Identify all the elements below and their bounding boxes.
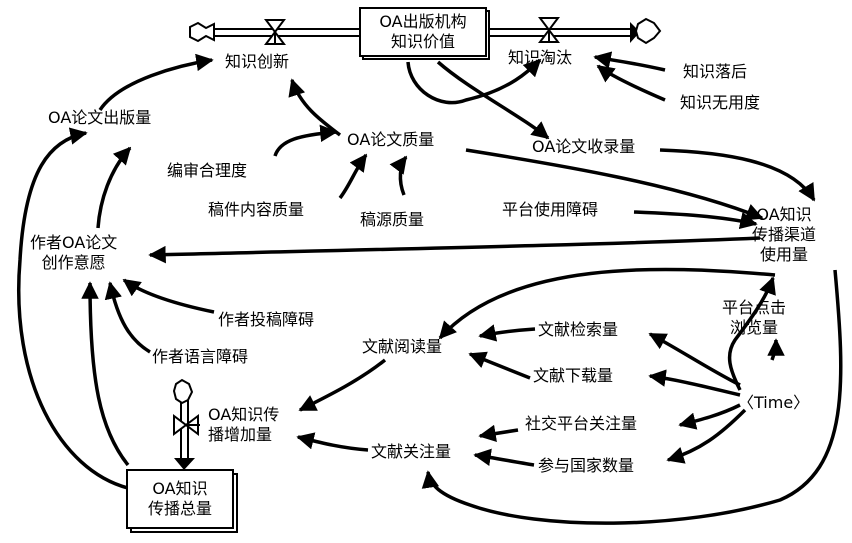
arrow-submit-willingness: [122, 278, 215, 314]
arrow-time-retrieval: [648, 332, 741, 387]
var-clicks-line1: 平台点击: [722, 298, 787, 317]
arrow-content-quality: [338, 153, 368, 200]
arrow-quality-channel: [465, 148, 764, 221]
arrow-useless-elimination: [596, 64, 666, 102]
arrow-time-downloads: [648, 369, 741, 397]
arrow-channel-willingness: [148, 236, 761, 264]
var-downloads: 文献下载量: [533, 366, 614, 385]
stock-publisher-line1: OA出版机构: [379, 12, 467, 31]
arrow-attention-increase: [296, 432, 369, 452]
cloud-top: [172, 378, 194, 405]
flow-pipes: [180, 28, 630, 462]
arrow-lag-elimination: [593, 51, 666, 72]
var-lag: 知识落后: [683, 62, 748, 81]
var-clicks-line2: 浏览量: [730, 318, 779, 337]
elimination-pipe: [484, 28, 630, 37]
arrow-clicks-channel-up: [767, 338, 785, 361]
var-channel-line3: 使用量: [760, 245, 809, 264]
flow-innovation: 知识创新: [225, 52, 290, 71]
var-barrier-submit: 作者投稿障碍: [218, 310, 315, 329]
arrow-inclusion-channel: [659, 148, 816, 202]
cloud-right: [634, 17, 662, 45]
var-content: 稿件内容质量: [208, 200, 305, 219]
spread-pipe-arrow: [174, 458, 195, 470]
var-attention: 文献关注量: [371, 442, 452, 461]
cloud-left: [189, 21, 215, 43]
var-clicks: 平台点击 浏览量: [722, 298, 786, 338]
arrow-downloads-reads: [468, 351, 531, 380]
arrow-language-willingness: [104, 281, 151, 354]
elimination-pipe-arrow: [630, 22, 640, 43]
var-time: 〈Time〉: [738, 393, 810, 412]
arrow-output-innovation: [98, 53, 214, 112]
var-social: 社交平台关注量: [525, 414, 638, 433]
var-output: OA论文出版量: [48, 108, 152, 127]
spread-pipe: [180, 400, 189, 462]
arrow-social-attention: [478, 424, 519, 443]
arrow-countries-attention: [473, 448, 535, 467]
var-willingness: 作者OA论文 创作意愿: [30, 233, 117, 273]
valve-spread-left: [173, 414, 188, 436]
stock-total-line1: OA知识: [152, 479, 208, 498]
arrow-time-clicks: [727, 276, 776, 391]
flow-spread-line1: OA知识传: [208, 405, 280, 424]
stock-publisher-value: OA出版机构 知识价值: [359, 7, 487, 57]
arrow-quality-innovation: [288, 78, 342, 137]
var-countries: 参与国家数量: [538, 456, 635, 475]
var-source: 稿源质量: [360, 210, 425, 229]
var-willingness-line1: 作者OA论文: [30, 233, 118, 252]
flow-spread-line2: 播增加量: [208, 425, 273, 444]
var-retrieval: 文献检索量: [538, 320, 619, 339]
var-willingness-line2: 创作意愿: [41, 253, 106, 272]
arrow-total-willingness: [81, 281, 130, 467]
arrow-channel-reads: [438, 267, 776, 340]
valve-innovation-top: [264, 19, 286, 34]
var-channel: OA知识 传播渠道 使用量: [752, 205, 816, 265]
var-quality: OA论文质量: [347, 130, 435, 149]
stock-publisher-line2: 知识价值: [390, 32, 455, 51]
var-channel-line2: 传播渠道: [752, 225, 817, 244]
var-barrier-platform: 平台使用障碍: [502, 200, 599, 219]
valve-elimination-top: [538, 17, 560, 32]
arrow-value-inclusion: [436, 60, 550, 140]
stock-total-spread: OA知识 传播总量: [126, 469, 234, 529]
arrow-channel-attention: [421, 269, 843, 525]
var-review: 编审合理度: [167, 161, 248, 180]
arrow-source-quality: [389, 155, 408, 196]
stock-total-line2: 传播总量: [147, 499, 212, 518]
var-barrier-language: 作者语言障碍: [152, 347, 249, 366]
arrow-retrieval-reads: [478, 324, 536, 342]
arrow-time-countries: [666, 408, 747, 464]
arrow-review-quality: [273, 124, 338, 157]
arrow-value-elimination: [406, 58, 542, 105]
var-channel-line1: OA知识: [756, 205, 812, 224]
arrow-willingness-output: [96, 146, 132, 229]
innovation-pipe: [212, 28, 362, 37]
arrow-reads-increase: [298, 358, 387, 412]
var-useless: 知识无用度: [680, 93, 761, 112]
arrow-time-social: [678, 403, 741, 430]
var-inclusion: OA论文收录量: [532, 137, 636, 156]
flow-spread-increase: OA知识传 播增加量: [208, 405, 279, 445]
arrow-total-output: [17, 127, 129, 490]
arrow-barrier-channel: [633, 210, 758, 230]
flow-elimination: 知识淘汰: [508, 48, 573, 67]
var-reads: 文献阅读量: [362, 337, 443, 356]
